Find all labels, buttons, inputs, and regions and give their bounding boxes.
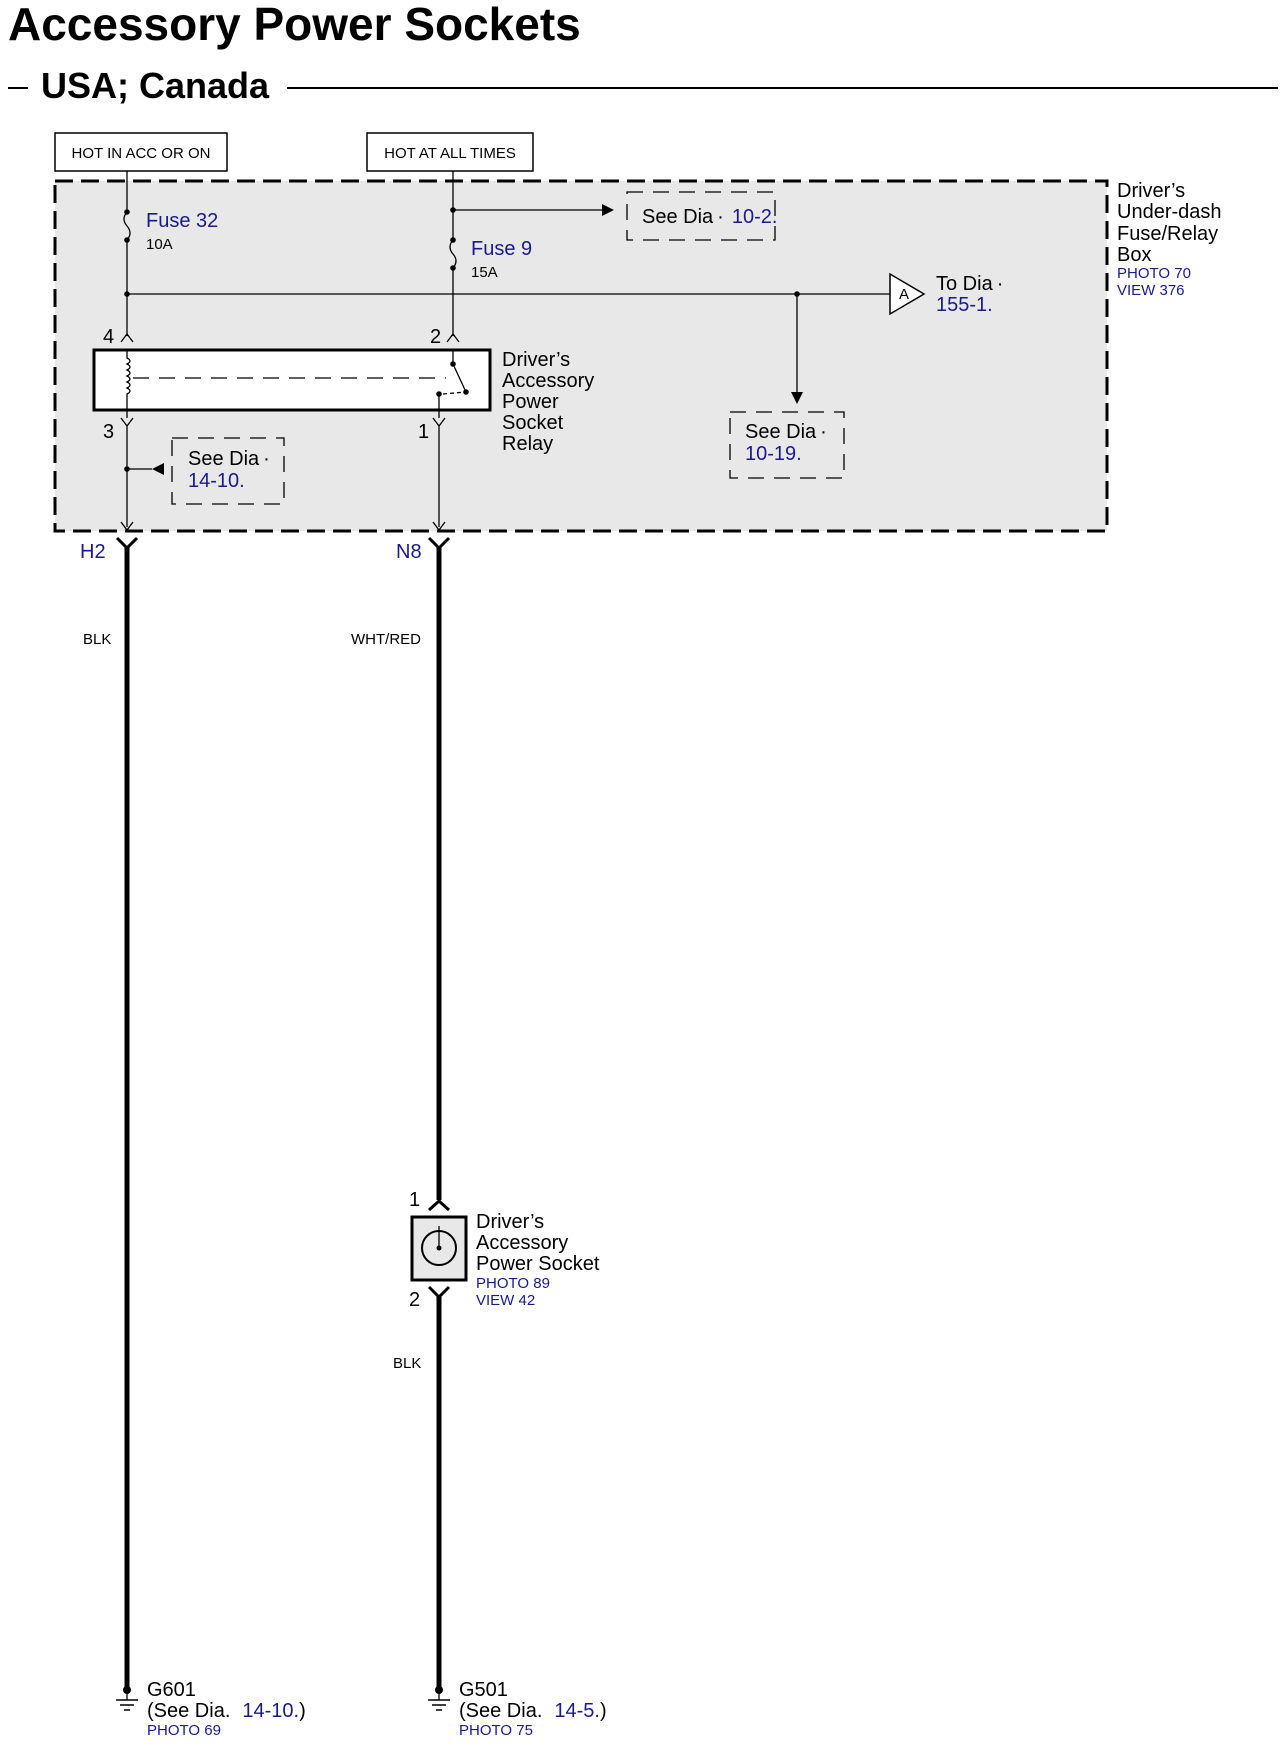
relay-pin-label: 3 xyxy=(103,421,114,443)
to-dia-connector-letter: A xyxy=(899,286,909,303)
hot-always-label: HOT AT ALL TIMES xyxy=(384,145,516,162)
blk-wire-color: BLK xyxy=(83,631,111,648)
see-dia-10-19-box xyxy=(729,411,845,479)
wht-red-wire-color: WHT/RED xyxy=(351,631,421,648)
relay-name: Accessory xyxy=(502,370,594,392)
connector-n8-label: N8 xyxy=(396,541,422,563)
to-dia-label: To Dia· xyxy=(936,273,1003,295)
fuse-box-view: VIEW 376 xyxy=(1117,282,1185,299)
relay-coil xyxy=(125,350,131,410)
socket-pin-label: 2 xyxy=(409,1289,420,1311)
fuse9-symbol xyxy=(449,239,457,269)
relay-name: Relay xyxy=(502,433,553,455)
to-dia-link[interactable]: 155-1. xyxy=(936,294,993,316)
page-title: Accessory Power Sockets xyxy=(8,0,581,50)
ground-g501-name: G501 xyxy=(459,1679,508,1701)
fuse32-name: Fuse 32 xyxy=(146,210,218,232)
connector-arrow xyxy=(120,521,134,532)
page-subtitle: USA; Canada xyxy=(41,65,270,106)
to-dia-connector xyxy=(889,272,926,316)
relay-name: Driver’s xyxy=(502,349,570,371)
hot-acc-label-box xyxy=(54,132,228,172)
fuse-box-name: Under-dash xyxy=(1117,201,1222,223)
relay-pin-2-terminal xyxy=(446,332,460,343)
socket-name: Driver’s xyxy=(476,1211,544,1233)
arrow-head xyxy=(152,463,164,475)
relay-pin-label: 2 xyxy=(430,326,441,348)
hot-acc-label: HOT IN ACC OR ON xyxy=(72,145,211,162)
ground-g501-photo: PHOTO 75 xyxy=(459,1722,533,1739)
socket-photo: PHOTO 89 xyxy=(476,1275,550,1292)
splice-dot xyxy=(124,291,130,297)
relay-switch-dash xyxy=(442,391,467,395)
ground-g601-ref[interactable]: (See Dia.14-10.) xyxy=(147,1700,306,1722)
relay-body xyxy=(92,348,492,412)
see-dia-14-10-box xyxy=(171,437,285,505)
relay-switch-blade xyxy=(452,363,467,393)
arrow-head xyxy=(602,204,614,216)
see-dia-10-19-label: See Dia· xyxy=(745,421,827,443)
fuse-box-photo: PHOTO 70 xyxy=(1117,265,1191,282)
socket-ground-wire-color: BLK xyxy=(393,1355,421,1372)
fuse32-rating: 10A xyxy=(146,236,173,253)
hot-always-label-box xyxy=(366,132,534,172)
relay-pin-4-terminal xyxy=(120,332,134,343)
fuse-relay-box-border xyxy=(53,179,1109,533)
see-dia-10-19-link[interactable]: 10-19. xyxy=(745,443,802,465)
fuse-box-name: Box xyxy=(1117,244,1151,266)
ground-g601-name: G601 xyxy=(147,1679,196,1701)
ground-g501-ref[interactable]: (See Dia.14-5.) xyxy=(459,1700,607,1722)
socket-symbol-center xyxy=(436,1245,442,1251)
socket-pin-label: 1 xyxy=(409,1189,420,1211)
relay-name: Power xyxy=(502,391,559,413)
relay-pin-label: 4 xyxy=(103,326,114,348)
fuse9-name: Fuse 9 xyxy=(471,238,532,260)
fuse32-symbol xyxy=(123,211,131,241)
fuse-box-name: Fuse/Relay xyxy=(1117,223,1218,245)
socket-name: Power Socket xyxy=(476,1253,600,1275)
arrow-head xyxy=(791,392,803,404)
see-dia-14-10-label: See Dia· xyxy=(188,448,270,470)
see-dia-10-2-link[interactable]: See Dia·10-2. xyxy=(642,206,777,228)
relay-pin-label: 1 xyxy=(418,421,429,443)
socket-name: Accessory xyxy=(476,1232,568,1254)
ground-g601-photo: PHOTO 69 xyxy=(147,1722,221,1739)
connector-arrow xyxy=(432,521,446,532)
relay-name: Socket xyxy=(502,412,564,434)
fuse9-rating: 15A xyxy=(471,264,498,281)
see-dia-14-10-link[interactable]: 14-10. xyxy=(188,470,245,492)
fuse-box-name: Driver’s xyxy=(1117,180,1185,202)
socket-connector-top xyxy=(427,1198,451,1212)
see-dia-10-2-box xyxy=(626,191,776,241)
socket-view: VIEW 42 xyxy=(476,1292,535,1309)
connector-h2-label: H2 xyxy=(80,541,106,563)
